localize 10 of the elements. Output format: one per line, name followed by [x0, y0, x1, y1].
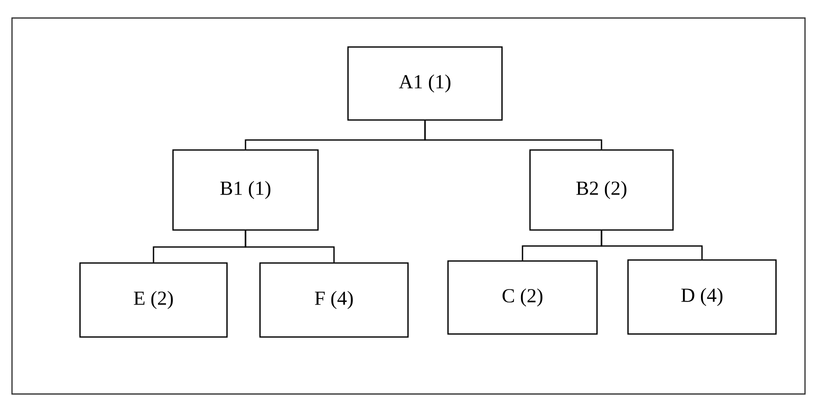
tree-connector	[424, 120, 602, 150]
tree-box: C (2)	[447, 260, 598, 335]
tree-box: F (4)	[259, 262, 409, 338]
tree-box: A1 (1)	[347, 46, 503, 121]
tree-box: D (4)	[627, 259, 777, 335]
tree-connector	[600, 230, 703, 260]
tree-box: B1 (1)	[172, 149, 319, 231]
tree-box: B2 (2)	[529, 149, 674, 231]
tree-box: E (2)	[79, 262, 228, 338]
tree-connector	[244, 230, 335, 262]
